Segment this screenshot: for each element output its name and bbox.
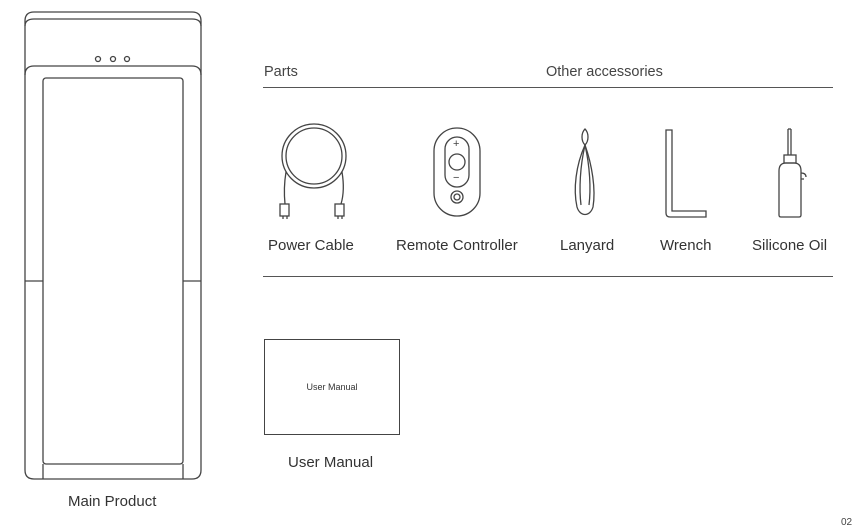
wrench-label: Wrench (660, 237, 712, 254)
power-cable-icon (279, 123, 347, 219)
silicone-oil-icon (778, 128, 807, 218)
user-manual-illustration: User Manual (264, 339, 400, 435)
parts-heading: Parts (264, 64, 298, 80)
page-number: 02 (841, 517, 853, 528)
lanyard-icon (574, 128, 595, 216)
wrench-icon (665, 129, 707, 218)
other-accessories-heading: Other accessories (546, 64, 663, 80)
silicone-oil-label: Silicone Oil (752, 237, 828, 254)
user-manual-cover-text: User Manual (306, 382, 358, 392)
main-product-label: Main Product (68, 493, 157, 510)
main-product-illustration (24, 11, 202, 480)
remote-plus-symbol: + (453, 138, 460, 150)
power-cable-label: Power Cable (268, 237, 354, 254)
remote-controller-icon (433, 127, 481, 217)
top-divider (263, 87, 833, 88)
remote-minus-symbol: − (453, 172, 460, 184)
remote-controller-label: Remote Controller (396, 237, 518, 254)
user-manual-label: User Manual (288, 454, 374, 471)
middle-divider (263, 276, 833, 277)
lanyard-label: Lanyard (560, 237, 615, 254)
